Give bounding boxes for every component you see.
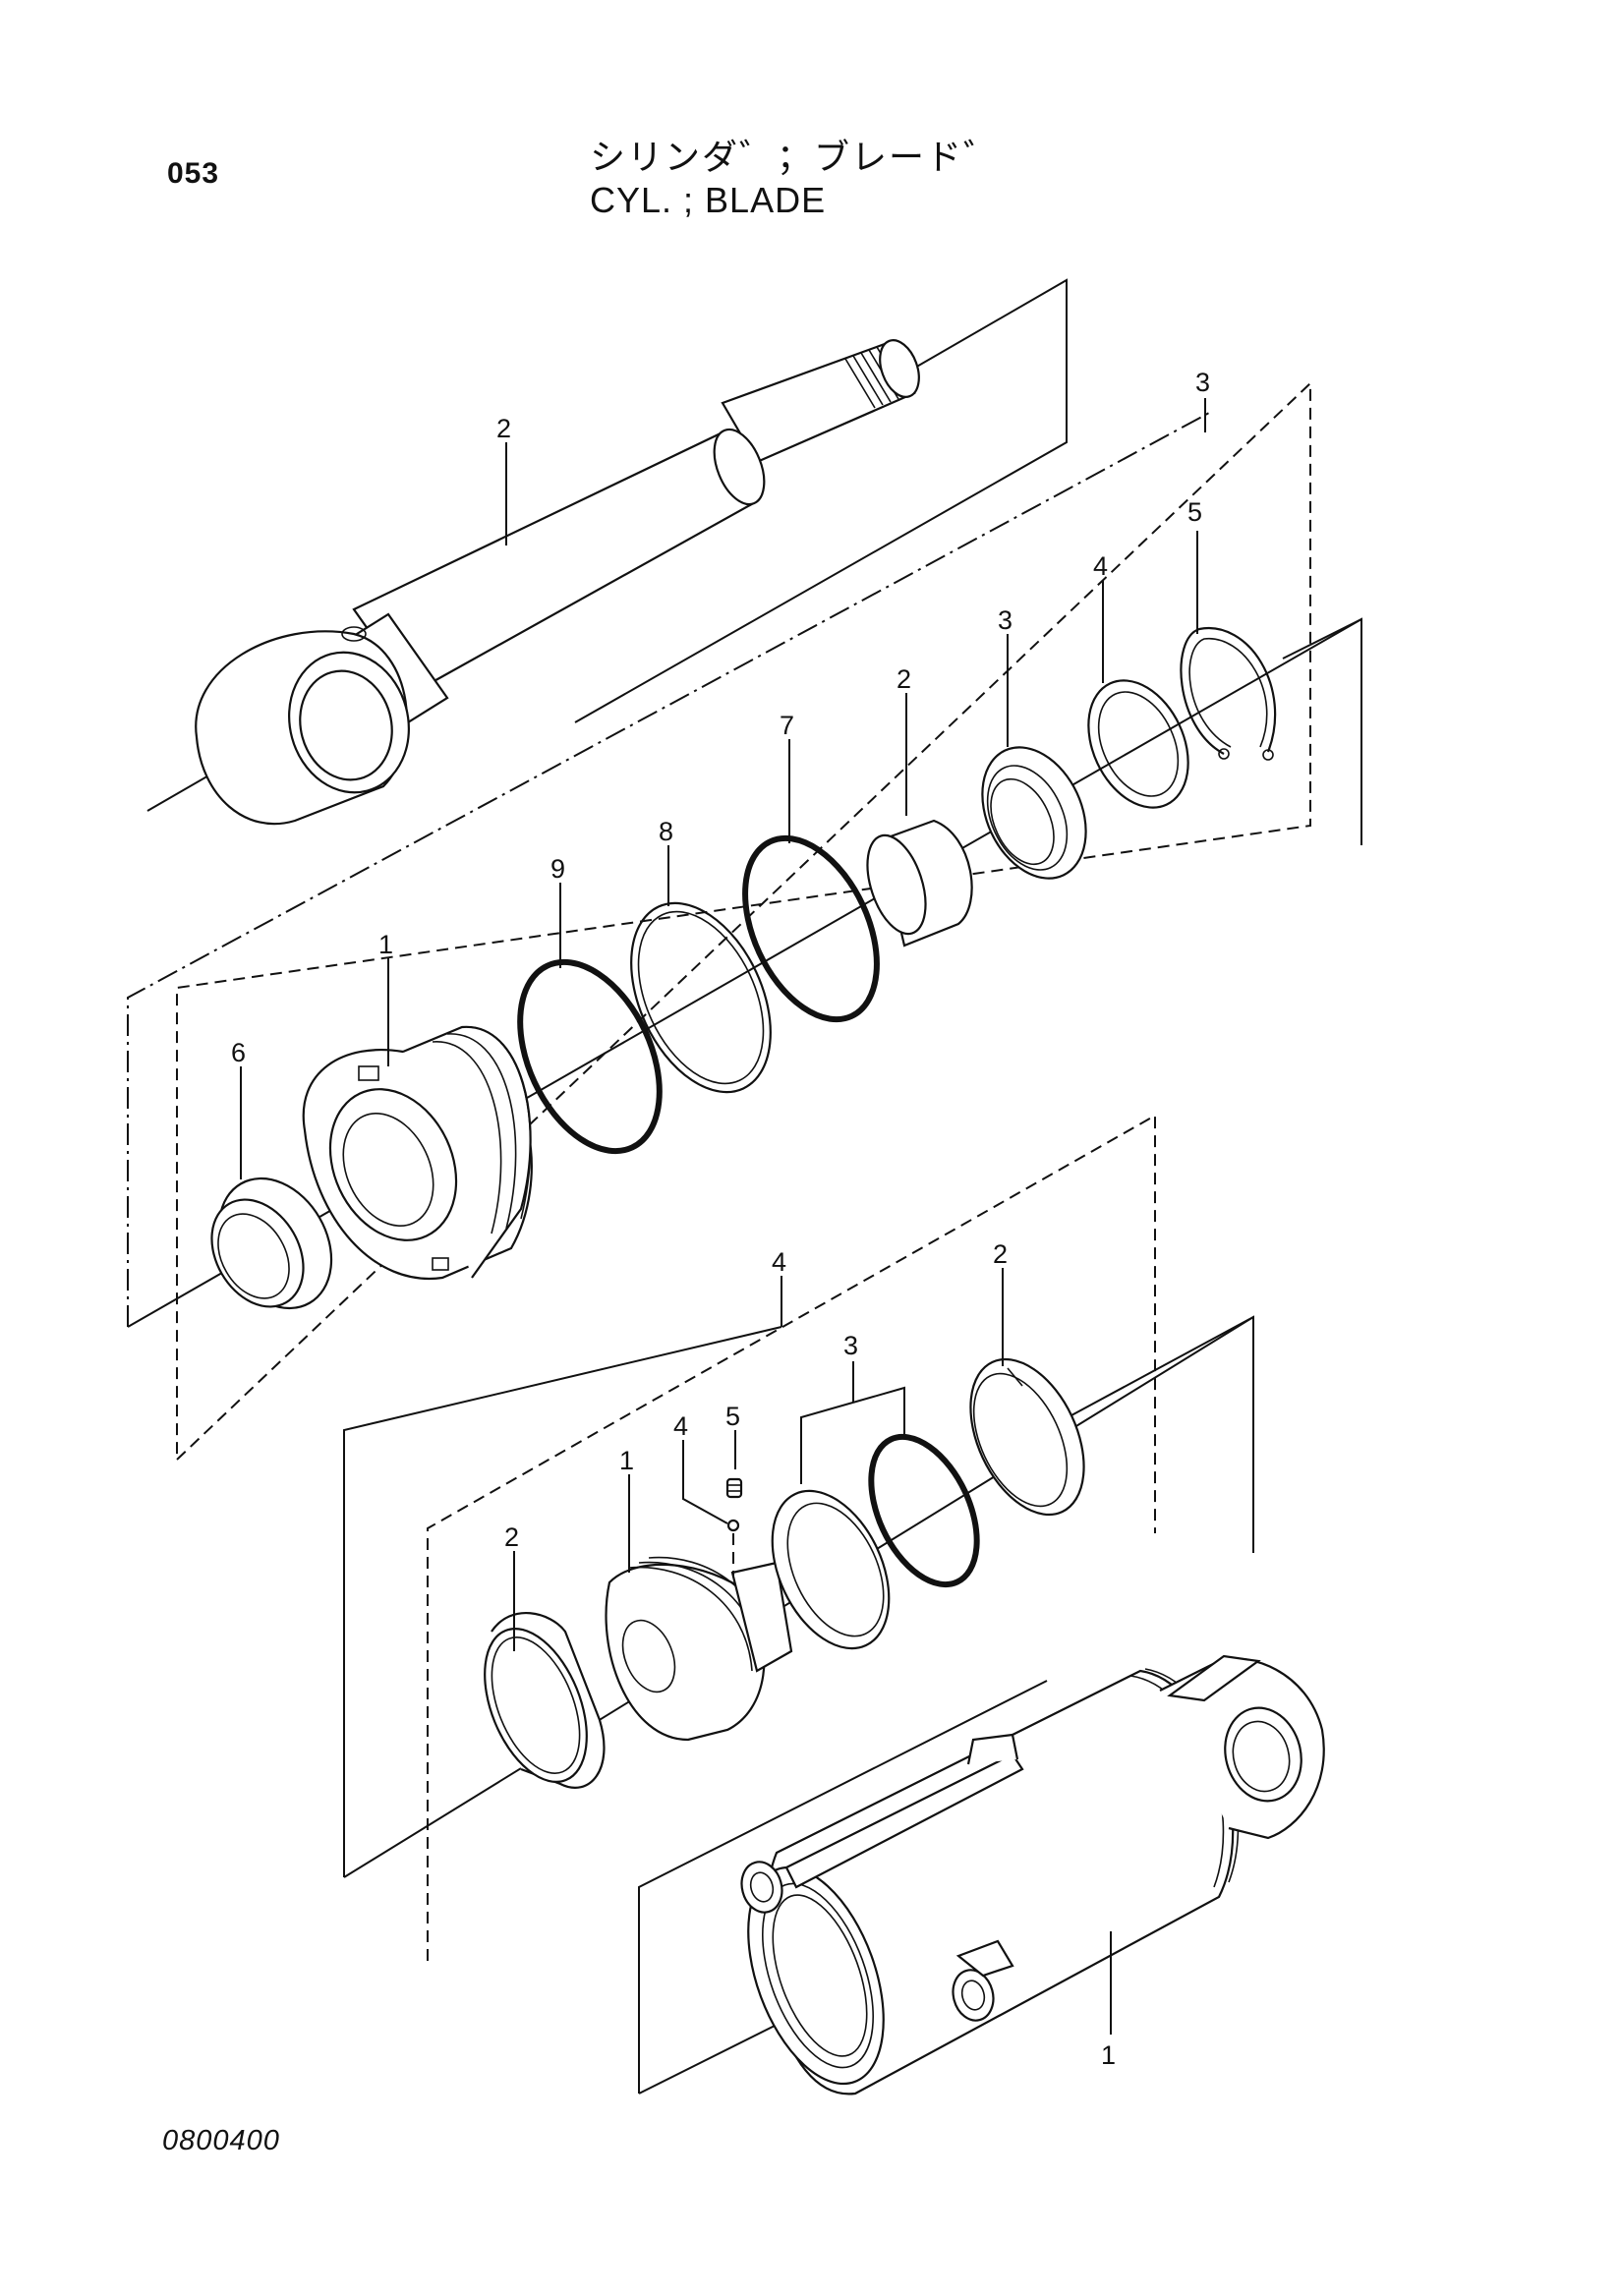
callout-rod: 2 <box>496 414 511 443</box>
snap-ring <box>1180 626 1277 761</box>
callout-piston-seal-set: 3 <box>843 1331 858 1360</box>
backup-ring <box>1087 679 1189 809</box>
callout-steel-ball: 4 <box>673 1411 688 1441</box>
set-screw <box>725 1477 743 1499</box>
cylinder-head <box>302 1025 533 1281</box>
wear-ring-left <box>484 1611 606 1789</box>
o-ring-9 <box>517 958 663 1155</box>
piston <box>605 1556 793 1742</box>
callout-wear-ring-right: 2 <box>993 1239 1008 1269</box>
callout-head-body: 1 <box>378 930 393 959</box>
callout-tube: 1 <box>1101 2040 1116 2070</box>
callout-dust-seal: 6 <box>231 1038 246 1067</box>
page-title: シリンダ゛；ブレード゛ CYL. ; BLADE <box>590 136 1001 222</box>
callout-piston-group: 4 <box>772 1247 786 1277</box>
callout-wear-ring-left: 2 <box>504 1522 519 1552</box>
dust-seal <box>210 1177 333 1310</box>
o-ring-7 <box>742 834 880 1023</box>
steel-ball-leader <box>682 1440 728 1524</box>
ring-8 <box>630 901 772 1094</box>
callout-ring-8: 8 <box>659 817 673 846</box>
callout-o-ring-7: 7 <box>780 711 794 740</box>
title-english: CYL. ; BLADE <box>590 180 827 220</box>
cylinder-tube <box>740 1654 1325 2095</box>
page-number: 053 <box>167 157 220 190</box>
tube-frame <box>638 1680 1048 2095</box>
callout-o-ring-9: 9 <box>550 854 565 884</box>
title-japanese: シリンダ゛；ブレード゛ <box>590 137 1002 177</box>
callout-head-bushing: 2 <box>897 664 911 694</box>
callout-head-group: 3 <box>1195 368 1210 397</box>
figure-code: 0800400 <box>162 2125 280 2156</box>
callout-backup-ring: 4 <box>1093 551 1108 581</box>
piston-rod <box>195 339 920 826</box>
head-seal <box>981 746 1087 880</box>
callout-snap-ring: 5 <box>1187 497 1202 527</box>
callout-piston-body: 1 <box>619 1446 634 1475</box>
steel-ball <box>726 1519 740 1532</box>
callout-head-seal: 3 <box>998 605 1012 635</box>
piston-seal-set <box>771 1433 980 1650</box>
head-bushing <box>866 819 973 947</box>
callout-set-screw: 5 <box>725 1402 740 1431</box>
wear-ring-right <box>969 1357 1085 1517</box>
